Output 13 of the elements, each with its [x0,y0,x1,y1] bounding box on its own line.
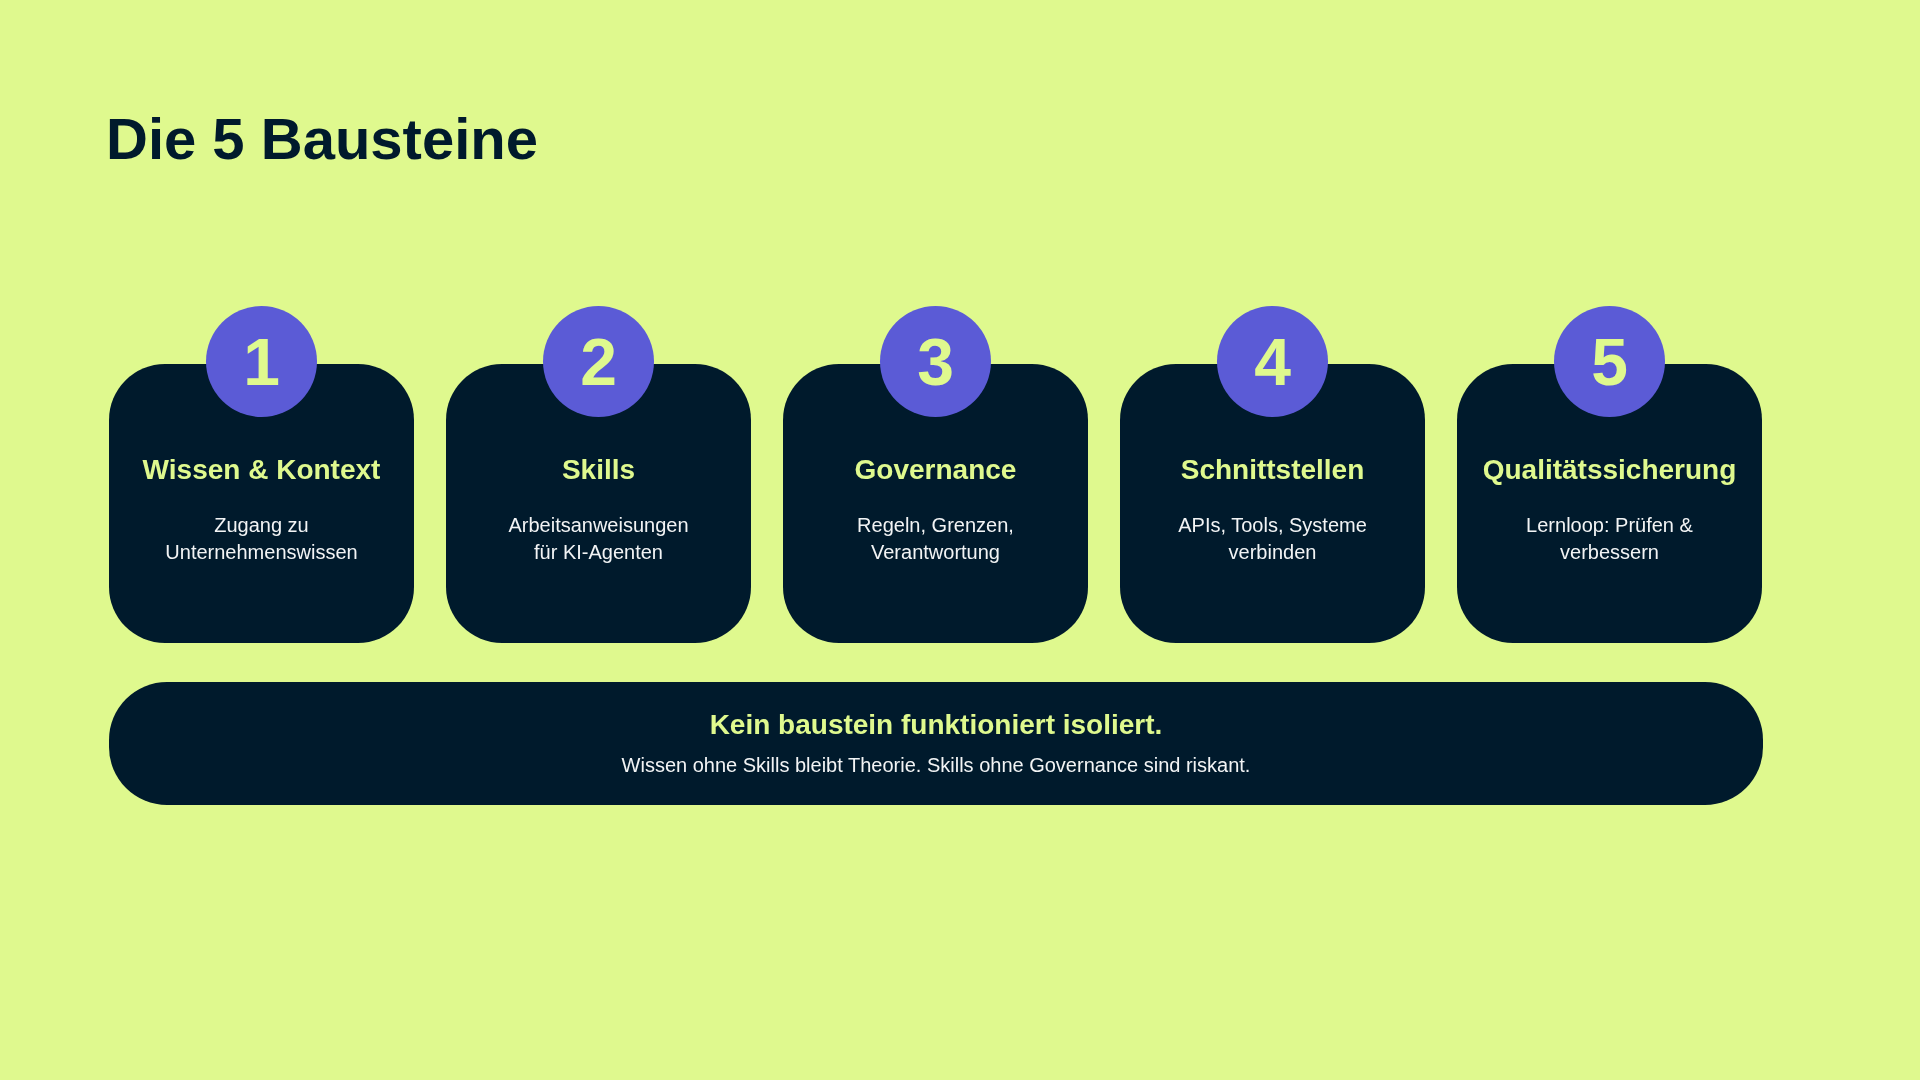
card-description: Zugang zu Unternehmenswissen [164,513,359,565]
card-title: Wissen & Kontext [142,453,381,487]
card-title: Governance [854,453,1017,487]
card-description: APIs, Tools, Systeme verbinden [1177,513,1368,565]
banner-heading: Kein baustein funktioniert isoliert. [709,708,1163,742]
card-title: Skills [561,453,636,487]
banner-text: Wissen ohne Skills bleibt Theorie. Skills ohne Governance sind riskant. [621,753,1251,778]
page-title: Die 5 Bausteine [106,106,538,172]
card-title: Schnittstellen [1180,453,1365,487]
card-title: Qualitätssicherung [1482,453,1737,487]
card-description: Regeln, Grenzen, Verantwortung [856,513,1015,565]
card-description: Arbeitsanweisungen für KI-Agenten [507,513,690,565]
card-description: Lernloop: Prüfen & verbessern [1525,513,1694,565]
